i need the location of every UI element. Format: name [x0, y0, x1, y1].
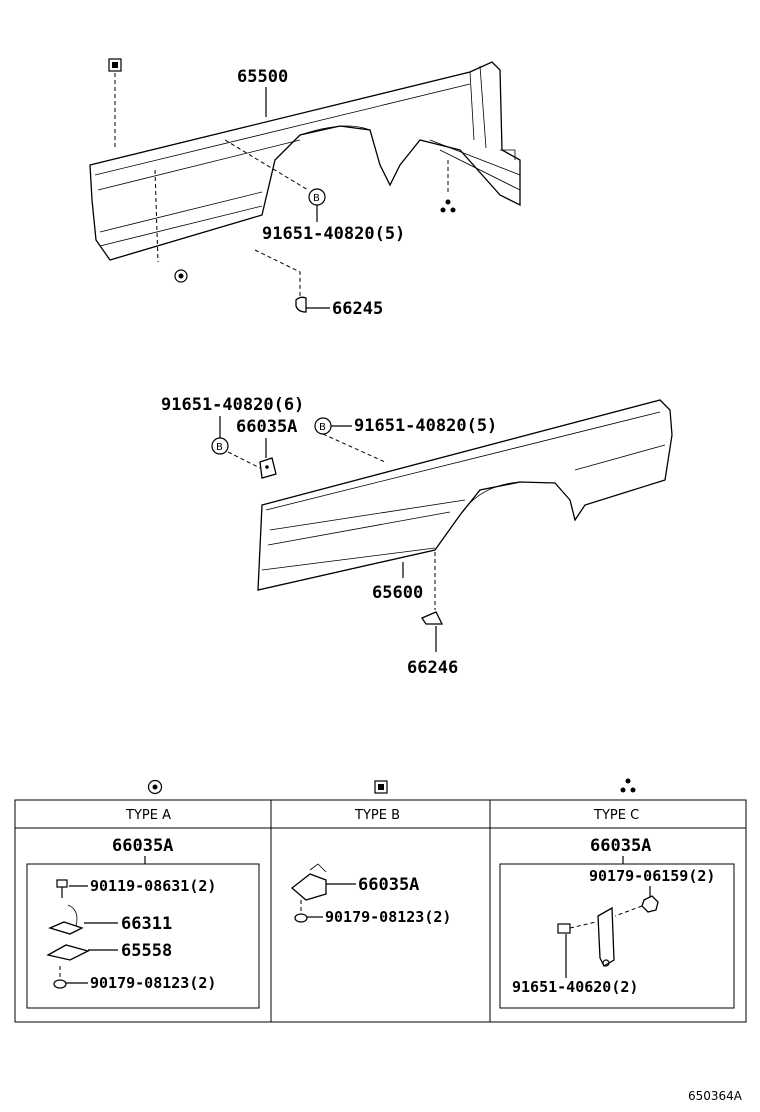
type-a-header: TYPE A — [125, 808, 171, 823]
upper-part-number-label: 65500 — [237, 67, 288, 87]
type-c-header: TYPE C — [593, 808, 639, 823]
bed-side-panel-65500 — [89, 61, 521, 261]
lower-mud-guard-label: 66246 — [407, 658, 458, 678]
type-c-bolt-icon — [557, 921, 597, 934]
type-a-part-3: 65558 — [121, 941, 172, 961]
square-marker-icon — [108, 58, 122, 72]
bolt-b-symbol-icon: B — [308, 188, 326, 206]
type-c-assembly-label: 66035A — [590, 836, 651, 856]
circle-c-marker-icon — [147, 779, 163, 795]
three-dot-marker-icon — [620, 778, 636, 793]
table-frame — [14, 799, 747, 1023]
upper-mud-guard-label: 66245 — [332, 299, 383, 319]
type-b-nut-icon — [294, 900, 308, 923]
type-a-bolt-icon — [56, 879, 68, 898]
circle-c-marker-icon — [174, 269, 188, 283]
diagram-code: 650364A — [688, 1089, 743, 1103]
bolt-b-symbol-left-letter: B — [216, 442, 223, 453]
bolt-b-symbol-right-icon: B — [314, 417, 332, 435]
lower-panel-assembly: 91651-40820(6) B 66035A B 91651-40820(5) — [161, 395, 673, 678]
types-table: TYPE A TYPE B TYPE C 66035A 90119-08631(… — [14, 778, 747, 1023]
three-dot-marker-icon — [440, 199, 456, 213]
mud-guard-66246-shape — [421, 611, 444, 625]
upper-panel-assembly: 65500 B 91651-40820(5) 66245 — [89, 58, 521, 319]
type-a-nut-icon — [53, 966, 67, 989]
lower-bolt-callout-right: 91651-40820(5) — [354, 416, 497, 436]
type-b-part-2: 90179-08123(2) — [325, 908, 451, 926]
type-a-hinge-icon — [48, 904, 84, 935]
type-c-inner-frame — [499, 863, 735, 1009]
square-marker-icon — [374, 780, 388, 794]
lower-bolt-callout-left: 91651-40820(6) — [161, 395, 304, 415]
lower-part-number-label: 65600 — [372, 583, 423, 603]
upper-bolt-callout: 91651-40820(5) — [262, 224, 405, 244]
type-a-part-4: 90179-08123(2) — [90, 974, 216, 992]
bracket-66035a-shape — [259, 457, 277, 479]
type-c-part-1: 90179-06159(2) — [589, 867, 715, 885]
type-c-part-2: 91651-40620(2) — [512, 978, 638, 996]
bed-side-panel-65600 — [257, 399, 673, 591]
type-c-nut-icon — [641, 895, 659, 913]
type-b-header: TYPE B — [354, 808, 400, 823]
bolt-b-symbol-right-letter: B — [319, 422, 326, 433]
bolt-b-symbol-letter: B — [313, 193, 320, 204]
type-a-part-2: 66311 — [121, 914, 172, 934]
type-a-plate-icon — [46, 944, 90, 961]
type-a-part-1: 90119-08631(2) — [90, 877, 216, 895]
bolt-b-symbol-left-icon: B — [211, 437, 229, 455]
type-c-bracket-icon — [597, 906, 615, 967]
lower-bracket-label: 66035A — [236, 417, 297, 437]
type-a-inner-frame — [26, 863, 260, 1009]
mud-guard-66245-shape — [295, 296, 307, 313]
type-a-assembly-label: 66035A — [112, 836, 173, 856]
type-b-bracket-icon — [290, 863, 327, 901]
type-b-part-1: 66035A — [358, 875, 419, 895]
